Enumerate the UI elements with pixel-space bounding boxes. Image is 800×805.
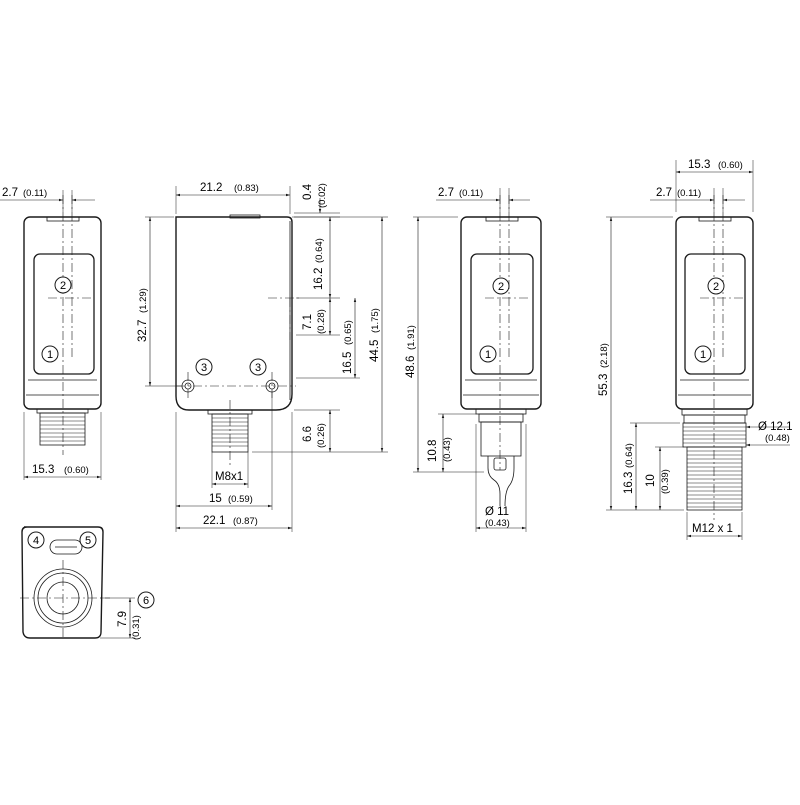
callout-1: 1 <box>41 345 59 363</box>
svg-text:15.3: 15.3 <box>32 464 54 476</box>
front-view-m12: 2 1 15.3 (0.60) 2.7 (0.11) 55.3 (2.18) 1… <box>598 159 793 540</box>
svg-text:3: 3 <box>255 362 261 374</box>
svg-text:(0.60): (0.60) <box>718 160 743 171</box>
front-view-cable: 2 1 2.7 (0.11) 48.6 (1.91) 10.8 (0.43) Ø… <box>405 187 542 532</box>
svg-text:(0.48): (0.48) <box>765 433 790 444</box>
cable-gland <box>480 421 522 457</box>
callout-2-cable: 2 <box>492 277 510 295</box>
lens-window <box>33 253 95 375</box>
svg-text:2.7: 2.7 <box>438 187 454 199</box>
callout-6: 6 <box>137 591 155 609</box>
svg-text:(0.28): (0.28) <box>316 309 327 334</box>
svg-text:16.2: 16.2 <box>313 268 325 290</box>
svg-text:22.1: 22.1 <box>203 515 225 527</box>
svg-text:15.3: 15.3 <box>688 159 710 171</box>
lens-window-cable <box>470 253 534 375</box>
svg-text:32.7: 32.7 <box>137 320 149 342</box>
svg-text:(1.75): (1.75) <box>370 308 381 333</box>
svg-text:10.8: 10.8 <box>427 440 439 462</box>
svg-text:(0.11): (0.11) <box>459 188 483 199</box>
svg-text:2: 2 <box>713 281 719 293</box>
callout-2-m12: 2 <box>707 277 725 295</box>
svg-text:(0.64): (0.64) <box>624 443 635 468</box>
svg-text:(2.18): (2.18) <box>599 343 610 368</box>
callout-4: 4 <box>27 531 45 549</box>
svg-text:(0.02): (0.02) <box>317 183 328 208</box>
lens-window-m12 <box>684 253 746 375</box>
svg-text:(0.31): (0.31) <box>131 615 142 640</box>
svg-text:7.1: 7.1 <box>302 314 314 330</box>
svg-text:2: 2 <box>60 280 66 292</box>
svg-text:Ø 11: Ø 11 <box>485 506 509 518</box>
svg-text:48.6: 48.6 <box>405 356 417 378</box>
callout-1-cable: 1 <box>479 345 497 363</box>
callout-1-m12: 1 <box>694 345 712 363</box>
svg-text:4: 4 <box>33 535 39 547</box>
bottom-view: 4 5 6 7.9 (0.31) <box>20 526 155 640</box>
svg-text:(0.43): (0.43) <box>485 518 510 529</box>
svg-text:(0.39): (0.39) <box>660 469 671 494</box>
side-view: 3 3 21.2 (0.83) 0.4 (0.02) <box>137 182 388 532</box>
svg-text:(0.60): (0.60) <box>64 465 89 476</box>
svg-text:21.2: 21.2 <box>200 182 222 194</box>
svg-text:5: 5 <box>85 535 91 547</box>
svg-text:(0.87): (0.87) <box>233 516 258 527</box>
cable <box>487 456 515 507</box>
led-window <box>49 539 83 555</box>
svg-text:2: 2 <box>498 281 504 293</box>
callout-5: 5 <box>79 531 97 549</box>
svg-text:3: 3 <box>201 362 207 374</box>
svg-text:(0.83): (0.83) <box>234 183 259 194</box>
connector-m12-thread <box>686 446 743 511</box>
svg-text:16.3: 16.3 <box>623 472 635 494</box>
svg-text:16.5: 16.5 <box>342 352 354 374</box>
svg-text:55.3: 55.3 <box>598 374 610 396</box>
svg-text:2.7: 2.7 <box>656 187 672 199</box>
svg-text:M8x1: M8x1 <box>215 471 243 483</box>
svg-text:7.9: 7.9 <box>117 611 129 627</box>
callout-3-right: 3 <box>249 358 267 376</box>
svg-text:1: 1 <box>47 349 53 361</box>
svg-text:(0.59): (0.59) <box>228 494 253 505</box>
sensor-body-side <box>175 216 293 411</box>
svg-text:M12 x 1: M12 x 1 <box>692 523 733 535</box>
svg-text:1: 1 <box>700 349 706 361</box>
svg-text:15: 15 <box>209 493 222 505</box>
svg-text:(1.91): (1.91) <box>406 325 417 350</box>
svg-text:(0.26): (0.26) <box>316 423 327 448</box>
svg-text:2.7: 2.7 <box>2 187 18 199</box>
svg-text:1: 1 <box>485 349 491 361</box>
svg-text:(0.43): (0.43) <box>442 437 453 462</box>
svg-text:(0.11): (0.11) <box>23 188 47 199</box>
svg-text:Ø 12.1: Ø 12.1 <box>758 421 793 433</box>
svg-text:(0.11): (0.11) <box>677 188 701 199</box>
svg-text:10: 10 <box>645 474 657 487</box>
callout-2: 2 <box>54 276 72 294</box>
svg-text:0.4: 0.4 <box>302 183 314 200</box>
svg-text:6.6: 6.6 <box>302 426 314 442</box>
svg-text:6: 6 <box>143 595 149 607</box>
svg-text:(0.65): (0.65) <box>343 320 354 345</box>
callout-3-left: 3 <box>195 358 213 376</box>
svg-text:44.5: 44.5 <box>369 340 381 362</box>
front-view: 2 1 2.7 (0.11) 15.3 (0.60) <box>0 187 102 480</box>
sensor-body-bottom <box>21 526 104 639</box>
svg-text:(1.29): (1.29) <box>138 288 149 313</box>
svg-text:(0.64): (0.64) <box>314 238 325 263</box>
